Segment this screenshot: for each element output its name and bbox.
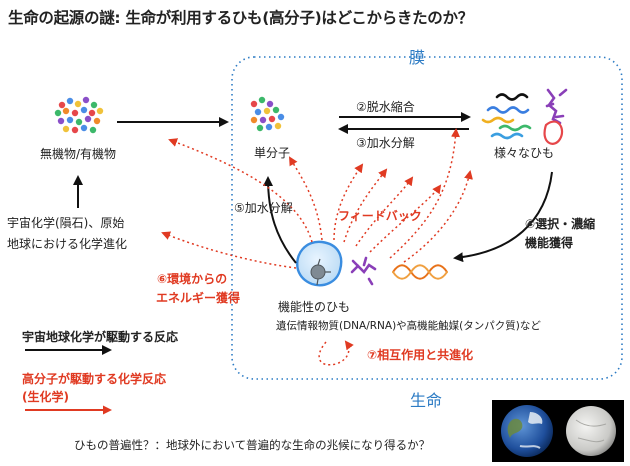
- energy-label-line2: エネルギー獲得: [156, 291, 241, 305]
- membrane-label: 膜: [409, 48, 426, 67]
- feedback-label: フィードバック: [338, 209, 422, 223]
- hydrolysis-left-label: ⑤加水分解: [234, 201, 293, 215]
- cosmic-label-line1: 宇宙化学(隕石)、原始: [7, 216, 125, 230]
- page-title: 生命の起源の謎: 生命が利用するひも(高分子)はどこからきたのか？: [8, 9, 473, 27]
- monomer-molecules-icon: [250, 96, 285, 132]
- red-feedback-arrows: [161, 128, 473, 366]
- legend-black-label: 宇宙地球化学が駆動する反応: [22, 330, 179, 344]
- footer-question: ひもの普遍性？：地球外において普遍的な生命の兆候になり得るか？: [74, 438, 431, 452]
- coevolution-label: ⑦相互作用と共進化: [367, 348, 474, 362]
- monomer-label: 単分子: [254, 146, 291, 160]
- selection-label-line1: ④選択・濃縮: [525, 217, 596, 231]
- hydrolysis-top-label: ③加水分解: [356, 136, 415, 150]
- selection-label-line2: 機能獲得: [525, 236, 574, 250]
- arrow-selection: [453, 171, 553, 263]
- functional-label: 機能性のひも: [278, 300, 351, 314]
- polymer-strings-icon: [481, 88, 568, 145]
- legend-red-label-line2: (生化学): [22, 390, 69, 404]
- protein-string-icon: [350, 256, 377, 286]
- functional-cell-icon: [296, 240, 343, 287]
- legend-red-label-line1: 高分子が駆動する化学反応: [22, 372, 167, 386]
- inorganic-molecules-icon: [54, 96, 104, 134]
- membrane-boundary: [231, 56, 623, 380]
- dna-helix-icon: [392, 264, 448, 280]
- cosmic-label-line2: 地球における化学進化: [7, 237, 128, 251]
- energy-label-line1: ⑥環境からの: [157, 272, 228, 286]
- dehydration-label: ②脱水縮合: [356, 100, 415, 114]
- strings-label: 様々なひも: [494, 146, 555, 160]
- functional-subtitle: 遺伝情報物質(DNA/RNA)や高機能触媒(タンパク質)など: [276, 320, 541, 332]
- black-arrows: [25, 112, 553, 355]
- icy-moon-image: [566, 406, 616, 456]
- inorganic-label: 無機物/有機物: [40, 147, 117, 161]
- life-label: 生命: [410, 391, 443, 410]
